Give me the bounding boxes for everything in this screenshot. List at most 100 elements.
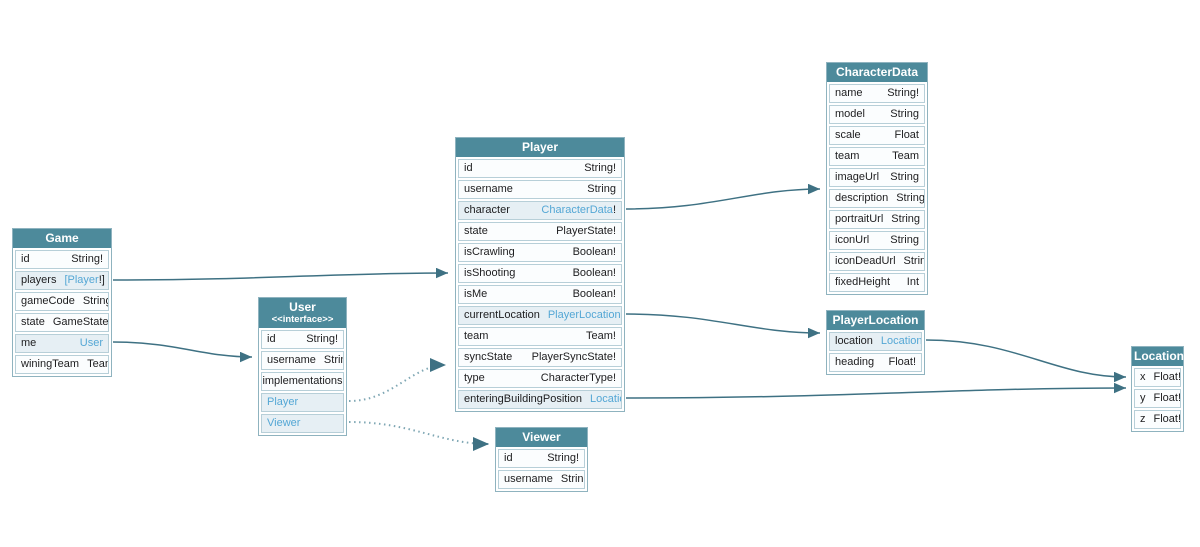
field-row-player-character[interactable]: character CharacterData! (458, 201, 622, 220)
field-row-user-Viewer[interactable]: Viewer (261, 414, 344, 433)
table-title[interactable]: Game (13, 229, 111, 248)
edge-playerlocation-location-to-location[interactable] (925, 339, 1127, 383)
table-title[interactable]: PlayerLocation (827, 311, 924, 330)
field-row-user-Player[interactable]: Player (261, 393, 344, 412)
field-row-game-gameCode[interactable]: gameCodeString! (15, 292, 109, 311)
type-text: Float! (1153, 371, 1181, 383)
type-text: ! (612, 204, 616, 216)
type-link[interactable]: CharacterData (541, 204, 613, 216)
type-link[interactable]: PlayerLocation (547, 309, 621, 321)
table-title[interactable]: CharacterData (827, 63, 927, 82)
type-text: Boolean! (572, 246, 616, 258)
field-name: iconDeadUrl (835, 255, 896, 267)
table-title[interactable]: Viewer (496, 428, 587, 447)
table-title[interactable]: Location (1132, 347, 1184, 366)
edge-user-implementation-viewer[interactable] (348, 421, 490, 451)
type-text: Int (906, 276, 919, 288)
type-link[interactable]: Viewer (267, 417, 301, 429)
field-row-playerlocation-heading[interactable]: heading Float! (829, 353, 922, 372)
type-text: String (890, 171, 919, 183)
field-name: me (21, 337, 37, 349)
edge-player-character-to-characterdata[interactable] (625, 183, 821, 210)
field-type: Float! (888, 356, 916, 369)
edge-player-enteringbuildingposition-to-location[interactable] (625, 382, 1127, 399)
type-text: String (560, 473, 584, 485)
field-name: character (464, 204, 510, 216)
type-text: PlayerState! (556, 225, 616, 237)
edge-user-implementation-player[interactable] (348, 358, 447, 402)
field-name: enteringBuildingPosition (464, 393, 583, 405)
field-row-player-enteringBuildingPosition[interactable]: enteringBuildingPosition Location (458, 390, 622, 409)
edge-game-players-to-player[interactable] (112, 267, 449, 281)
field-row-game-me[interactable]: me User (15, 334, 109, 353)
field-row-characterdata-iconDeadUrl[interactable]: iconDeadUrl String (829, 252, 925, 271)
field-name: gameCode (21, 295, 75, 307)
field-name: state (21, 316, 45, 328)
type-text: String! (306, 333, 338, 345)
type-text: Boolean! (572, 267, 616, 279)
field-row-game-winingTeam[interactable]: winingTeam Team (15, 355, 109, 374)
type-link[interactable]: [Player (64, 274, 99, 286)
type-text: Team (87, 358, 108, 370)
field-name: winingTeam (21, 358, 80, 370)
table-title[interactable]: User <<interface>> (259, 298, 346, 328)
edge-player-currentlocation-to-playerlocation[interactable] (625, 313, 821, 339)
field-type: PlayerLocation! (547, 309, 621, 322)
type-link[interactable]: Player (267, 396, 299, 408)
table-title-text: Location (1134, 349, 1184, 363)
edge-game-me-to-user[interactable] (112, 341, 253, 363)
type-link[interactable]: Location (590, 393, 621, 405)
field-type: String (904, 255, 924, 268)
table-title[interactable]: Player (456, 138, 624, 157)
field-name: heading (835, 356, 875, 368)
type-link[interactable]: User (79, 337, 103, 349)
field-name: description (835, 192, 889, 204)
type-text: Team (892, 150, 919, 162)
field-type: Float! (1154, 392, 1181, 405)
type-text: String (891, 213, 921, 225)
type-link[interactable]: Location (880, 335, 922, 347)
field-row-user-implementations[interactable]: implementations (261, 372, 344, 391)
field-type: String! (887, 87, 919, 100)
type-text: Float! (1153, 413, 1181, 425)
field-row-game-players[interactable]: players[Player!] (15, 271, 109, 290)
